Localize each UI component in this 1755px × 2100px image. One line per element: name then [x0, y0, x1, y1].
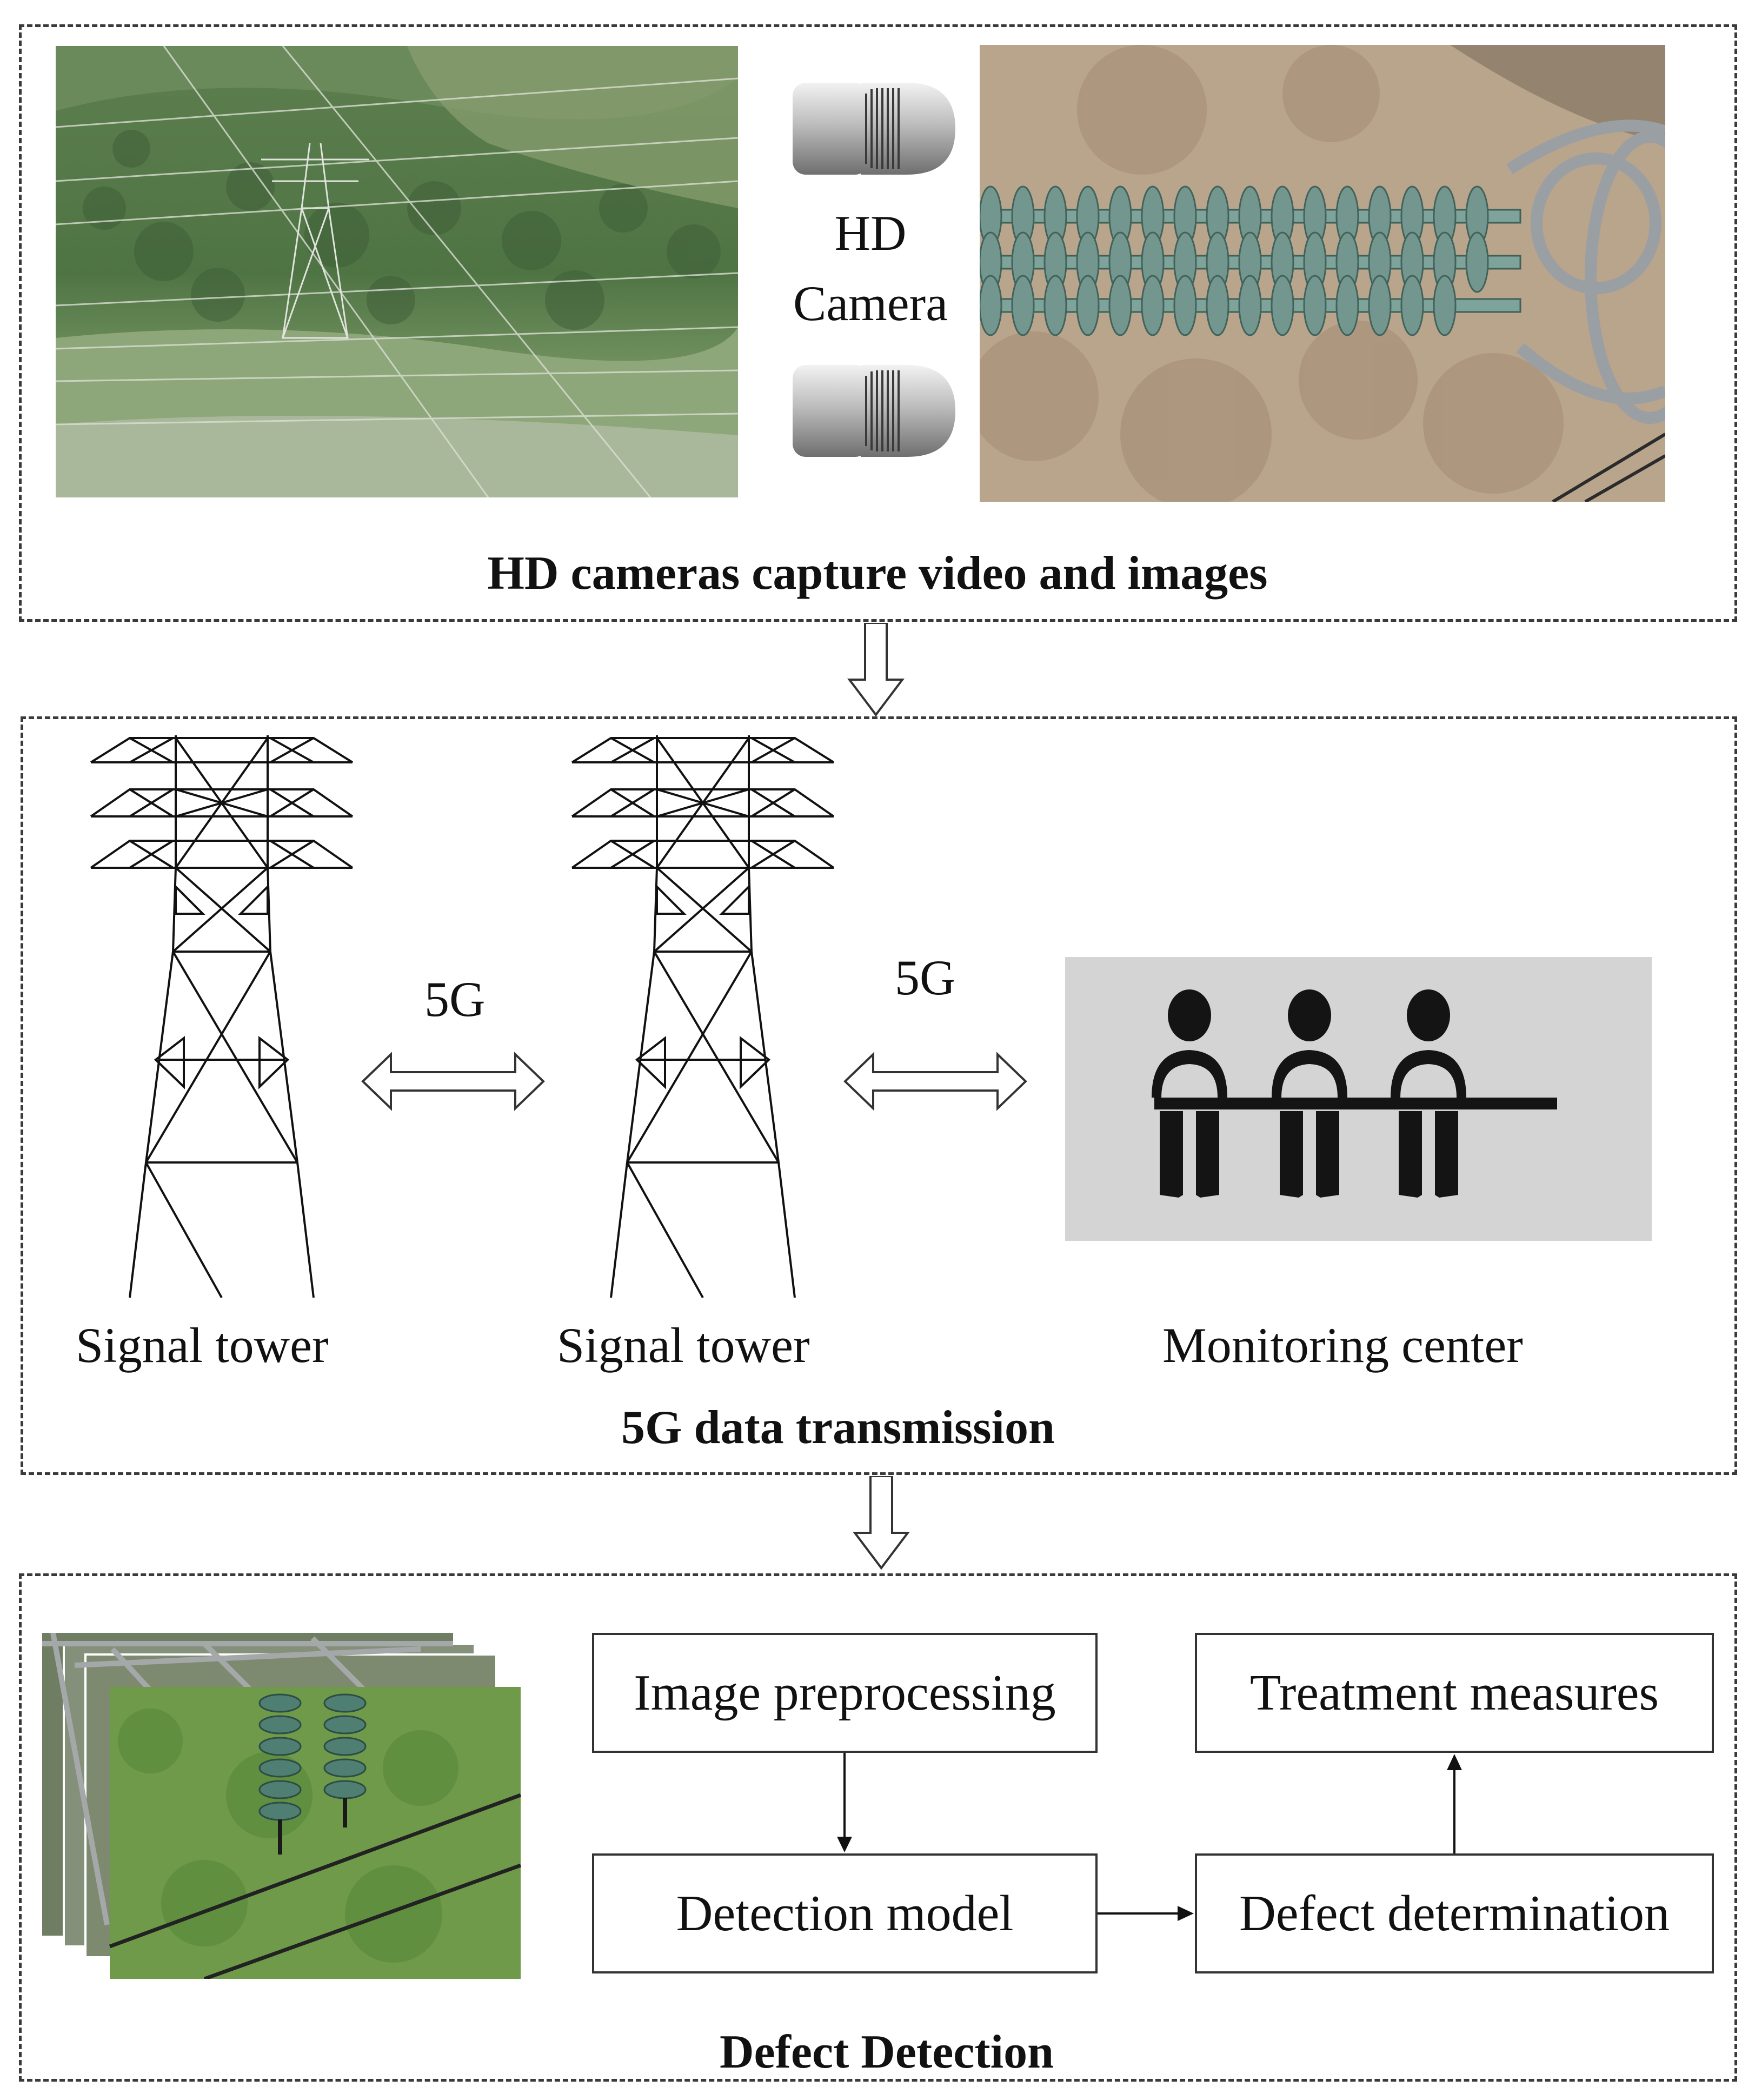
- monitoring-center-panel: [1065, 957, 1652, 1241]
- down-arrow-icon: [852, 1476, 911, 1571]
- panel-capture: [19, 24, 1737, 622]
- defect-determination-box: Defect determination: [1195, 1853, 1714, 1973]
- signal-tower-label: Signal tower: [557, 1318, 810, 1373]
- treatment-measures-box: Treatment measures: [1195, 1633, 1714, 1753]
- flow-arrow-right: [1098, 1902, 1195, 1926]
- panel-transmission: [21, 716, 1737, 1475]
- section-caption-detection: Defect Detection: [719, 2026, 1054, 2078]
- flow-arrow-down: [833, 1753, 857, 1853]
- camera-icon: [790, 77, 958, 180]
- panel-detection: [19, 1573, 1737, 2082]
- flow-arrow-up: [1442, 1753, 1467, 1853]
- link-5g-label: 5G: [424, 972, 486, 1027]
- monitoring-center-label: Monitoring center: [1162, 1318, 1523, 1373]
- monitoring-staff-icon: [1152, 989, 1557, 1198]
- section-caption-transmission: 5G data transmission: [621, 1401, 1055, 1454]
- hd-camera-label-line2: Camera: [793, 276, 948, 331]
- down-arrow-icon: [846, 623, 906, 717]
- signal-tower-icon: [568, 735, 838, 1303]
- signal-tower-label: Signal tower: [76, 1318, 329, 1373]
- hd-camera-label-line1: HD: [834, 205, 907, 261]
- link-5g-label: 5G: [895, 950, 956, 1005]
- bidirectional-arrow-icon: [843, 1052, 1027, 1111]
- inspection-photo-stack: [42, 1633, 529, 1979]
- insulator-closeup-photo: [980, 45, 1665, 502]
- image-preprocessing-box: Image preprocessing: [592, 1633, 1098, 1753]
- tower-landscape-photo: [56, 46, 738, 497]
- detection-model-box: Detection model: [592, 1853, 1098, 1973]
- section-caption-capture: HD cameras capture video and images: [487, 547, 1268, 600]
- signal-tower-icon: [87, 735, 357, 1303]
- camera-icon: [790, 360, 958, 462]
- bidirectional-arrow-icon: [361, 1052, 545, 1111]
